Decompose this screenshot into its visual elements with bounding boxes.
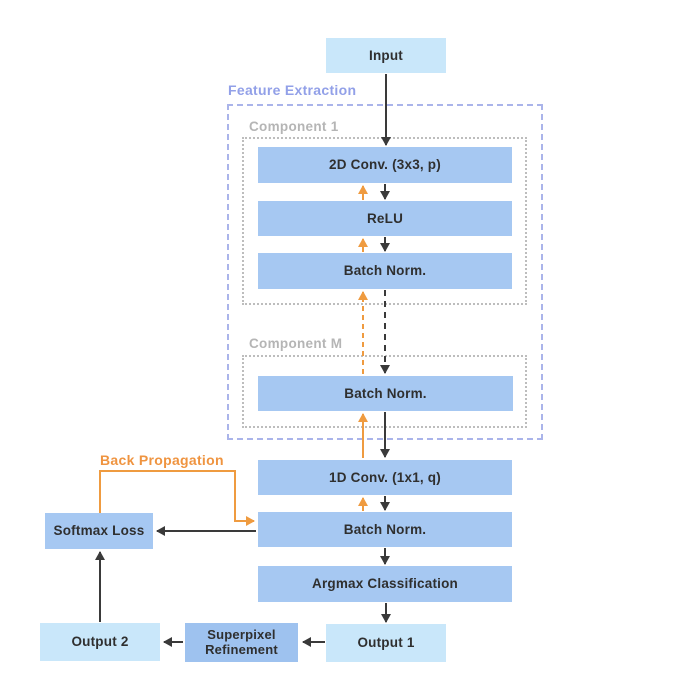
node-superpixel-refinement: Superpixel Refinement (185, 623, 298, 662)
node-2d-conv: 2D Conv. (3x3, p) (258, 147, 512, 183)
label-component-m: Component M (249, 336, 343, 351)
node-output-2: Output 2 (40, 623, 160, 661)
label-component-1: Component 1 (249, 119, 339, 134)
node-batch-norm-1: Batch Norm. (258, 253, 512, 289)
node-output-1: Output 1 (326, 624, 446, 662)
node-batch-norm-m: Batch Norm. (258, 376, 513, 411)
node-relu: ReLU (258, 201, 512, 236)
node-softmax-loss: Softmax Loss (45, 513, 153, 549)
node-batch-norm-2: Batch Norm. (258, 512, 512, 547)
label-feature-extraction: Feature Extraction (228, 82, 357, 98)
label-back-propagation: Back Propagation (100, 452, 224, 468)
node-input: Input (326, 38, 446, 73)
node-1d-conv: 1D Conv. (1x1, q) (258, 460, 512, 495)
node-argmax-classification: Argmax Classification (258, 566, 512, 602)
